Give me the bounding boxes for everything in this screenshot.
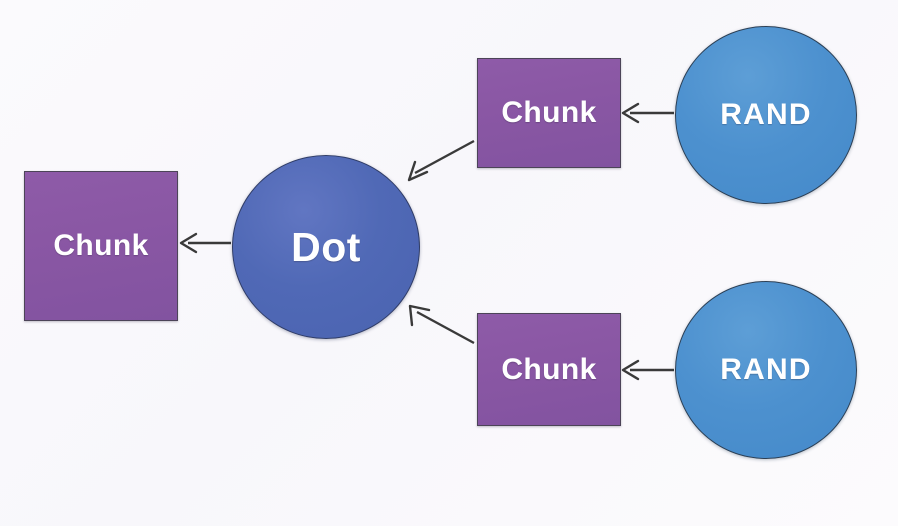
- node-rand-top-label: RAND: [720, 98, 812, 131]
- node-chunk-left[interactable]: Chunk: [24, 171, 178, 321]
- edge-rand-bottom-to-chunk-bottom: [621, 359, 674, 381]
- node-dot-label: Dot: [291, 223, 361, 270]
- node-rand-top[interactable]: RAND: [675, 26, 857, 204]
- node-rand-bottom[interactable]: RAND: [675, 281, 857, 459]
- node-chunk-top-label: Chunk: [501, 96, 597, 129]
- edge-rand-top-to-chunk-top: [621, 102, 674, 124]
- node-chunk-bottom[interactable]: Chunk: [477, 313, 621, 426]
- edge-dot-to-chunk-left: [179, 232, 231, 254]
- node-chunk-left-label: Chunk: [53, 229, 149, 262]
- node-dot[interactable]: Dot: [232, 155, 420, 339]
- node-chunk-bottom-label: Chunk: [501, 352, 597, 386]
- edge-chunk-top-to-dot: [407, 139, 475, 182]
- edge-chunk-bottom-to-dot: [408, 304, 475, 345]
- node-rand-bottom-label: RAND: [720, 353, 812, 386]
- node-chunk-top[interactable]: Chunk: [477, 58, 621, 168]
